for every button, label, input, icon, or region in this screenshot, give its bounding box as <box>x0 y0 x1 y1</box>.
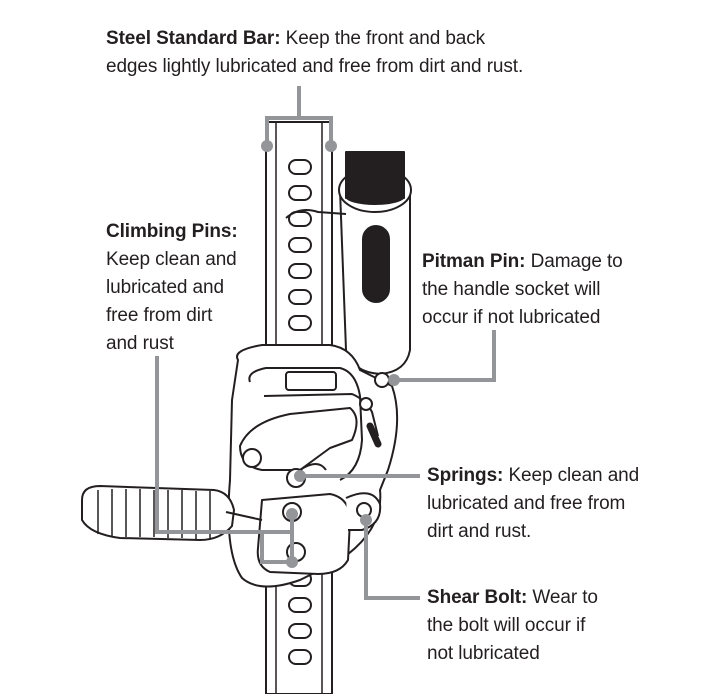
bar-holes <box>288 159 312 665</box>
callout-text: lubricated and <box>106 277 224 298</box>
callout-title: Pitman Pin: <box>422 251 526 272</box>
callout-text: occur if not lubricated <box>422 307 601 328</box>
callout-text: free from dirt <box>106 305 213 326</box>
callout-text: lubricated and free from <box>427 493 626 514</box>
callout-climbing-pins: Climbing Pins: Keep clean and lubricated… <box>106 218 276 358</box>
callout-text: not lubricated <box>427 643 540 664</box>
jack-drawing <box>81 121 412 694</box>
callout-text: the handle socket will <box>422 279 601 300</box>
leader-shear-bolt <box>364 520 420 600</box>
callout-steel-standard-bar: Steel Standard Bar: Keep the front and b… <box>106 25 626 81</box>
callout-title: Climbing Pins: <box>106 221 238 242</box>
leader-pitman-pin <box>394 330 496 382</box>
callout-text: Damage to <box>525 251 623 272</box>
callout-text: the bolt will occur if <box>427 615 586 636</box>
callout-text: Keep the front and back <box>280 28 486 49</box>
callout-springs: Springs: Keep clean and lubricated and f… <box>427 462 687 546</box>
leader-dots <box>261 140 400 568</box>
callout-title: Springs: <box>427 465 504 486</box>
callout-shear-bolt: Shear Bolt: Wear to the bolt will occur … <box>427 584 667 668</box>
callout-text: Keep clean and <box>503 465 640 486</box>
callout-text: and rust <box>106 333 174 354</box>
callout-pitman-pin: Pitman Pin: Damage to the handle socket … <box>422 248 662 332</box>
callout-title: Shear Bolt: <box>427 587 528 608</box>
leader-climbing-pins <box>155 356 292 534</box>
callout-text: Keep clean and <box>106 249 237 270</box>
callout-text: Wear to <box>527 587 598 608</box>
socket-slot <box>362 225 390 303</box>
callout-text: dirt and rust. <box>427 521 532 542</box>
leader-lines <box>155 86 496 600</box>
callout-text: edges lightly lubricated and free from d… <box>106 56 524 77</box>
callout-title: Steel Standard Bar: <box>106 28 281 49</box>
lower-block <box>256 493 351 575</box>
